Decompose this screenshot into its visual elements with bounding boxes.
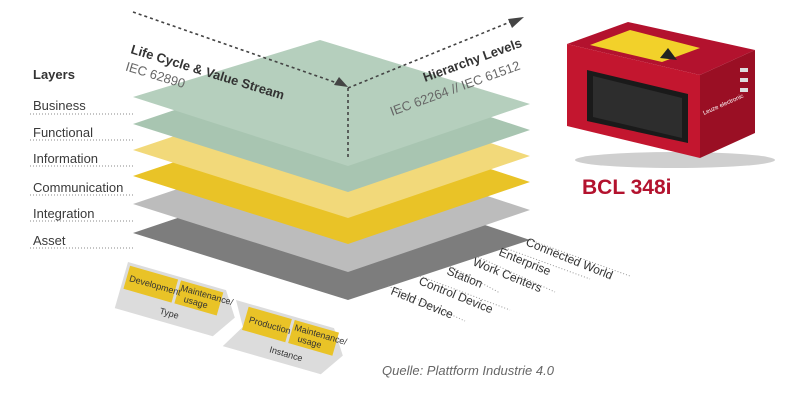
layer-label-asset: Asset <box>33 233 66 248</box>
layer-label-functional: Functional <box>33 125 93 140</box>
lifecycle-type-arrow: Development Maintenance/ usage Type <box>114 262 235 337</box>
hierarchy-arrowhead <box>508 17 524 28</box>
layer-slab-business <box>133 40 530 166</box>
source-caption: Quelle: Plattform Industrie 4.0 <box>382 363 554 378</box>
hierarchy-level-lines <box>387 239 631 322</box>
layer-slabs <box>133 40 530 300</box>
layer-label-business: Business <box>33 98 86 113</box>
lifecycle-arrowhead <box>334 77 348 87</box>
layer-label-communication: Communication <box>33 180 123 195</box>
product-name: BCL 348i <box>582 176 672 199</box>
layer-leader-lines <box>30 113 133 249</box>
lifecycle-instance-arrow: Production Maintenance/ usage Instance <box>222 300 349 375</box>
layer-label-information: Information <box>33 151 98 166</box>
axis-arrows <box>132 11 516 160</box>
layer-label-integration: Integration <box>33 206 94 221</box>
product-image: Leuze electronic <box>567 22 775 168</box>
layers-header: Layers <box>33 67 75 82</box>
